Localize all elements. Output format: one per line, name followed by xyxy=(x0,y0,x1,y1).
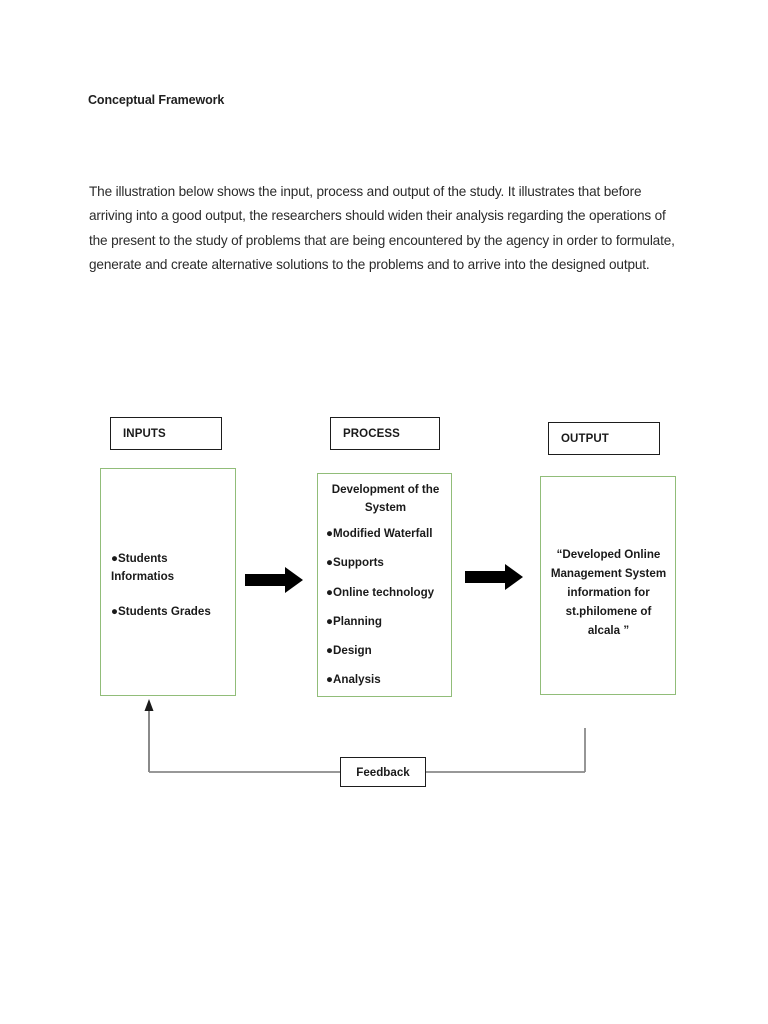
list-item: ●Planning xyxy=(326,614,382,628)
process-header-label: PROCESS xyxy=(343,427,400,440)
output-header-label: OUTPUT xyxy=(561,432,609,445)
list-item: ●Analysis xyxy=(326,673,381,687)
inputs-header-box: INPUTS xyxy=(110,417,222,450)
inputs-content-box: ●Students Informatios ●Students Grades xyxy=(100,468,236,696)
list-item: ●Students Informatios xyxy=(111,552,175,583)
arrow-inputs-to-process-icon xyxy=(245,567,303,593)
list-item: ●Modified Waterfall xyxy=(326,527,433,540)
output-content-box: “Developed Online Management System info… xyxy=(540,476,676,695)
inputs-item-list: ●Students Informatios ●Students Grades xyxy=(111,550,231,621)
inputs-header-label: INPUTS xyxy=(123,427,166,440)
process-header-box: PROCESS xyxy=(330,417,440,450)
arrow-process-to-output-icon xyxy=(465,564,523,590)
feedback-label: Feedback xyxy=(356,765,410,779)
process-item-list: ●Modified Waterfall ●Supports ●Online te… xyxy=(326,526,452,687)
feedback-arrowhead-icon xyxy=(144,699,154,711)
intro-paragraph: The illustration below shows the input, … xyxy=(89,184,675,273)
process-heading: Development of the System xyxy=(331,483,440,514)
list-item: ●Students Grades xyxy=(111,605,211,618)
page-title: Conceptual Framework xyxy=(88,93,225,107)
list-item: ●Online technology xyxy=(326,585,435,599)
feedback-box: Feedback xyxy=(340,757,426,787)
process-content-box: Development of the System ●Modified Wate… xyxy=(317,473,452,697)
output-statement: “Developed Online Management System info… xyxy=(550,548,667,637)
list-item: ●Supports xyxy=(326,556,384,570)
output-header-box: OUTPUT xyxy=(548,422,660,455)
list-item: ●Design xyxy=(326,644,372,658)
